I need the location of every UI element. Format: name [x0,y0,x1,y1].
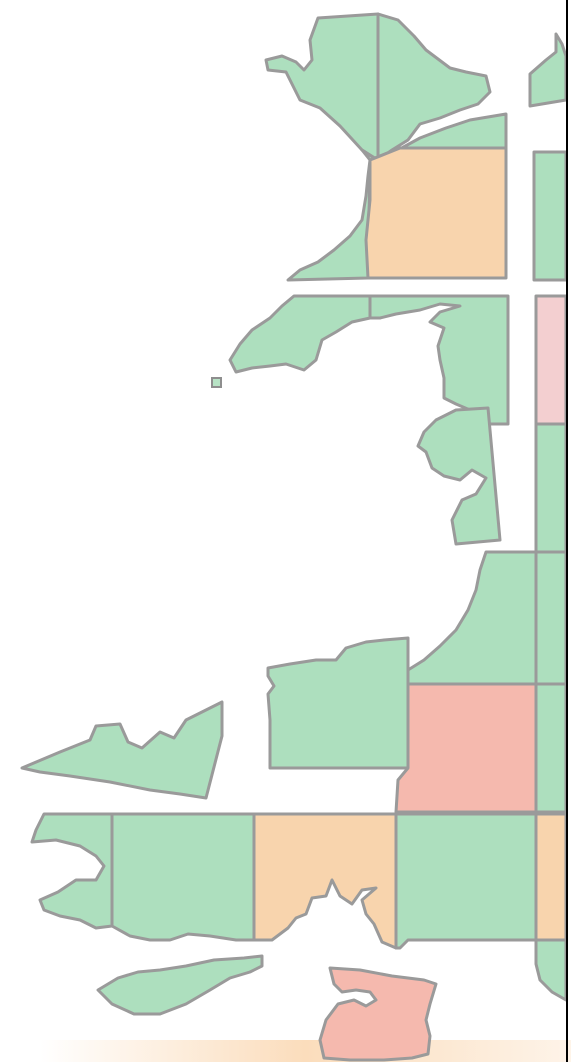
region-caernarfon-strip[interactable] [286,158,372,282]
region-right-column-orange[interactable] [534,812,568,942]
region-aberystwyth-block[interactable] [416,406,502,546]
region-right-column-top[interactable] [532,150,568,282]
region-mid-wales-west[interactable] [266,636,410,770]
small-island-marker[interactable] [211,377,222,388]
region-anglesey-west[interactable] [264,12,380,162]
region-llyn-peninsula[interactable] [228,294,372,374]
bottom-glow [40,1040,571,1062]
region-gower-island[interactable] [96,954,264,1016]
region-cardigan-coast-north[interactable] [368,294,510,426]
region-anglesey-east[interactable] [376,12,492,162]
region-swansea-orange[interactable] [252,812,398,950]
region-pembroke-centre[interactable] [110,812,256,942]
region-south-coast-salmon[interactable] [318,966,438,1062]
region-snowdonia-orange[interactable] [364,146,508,280]
region-ceredigion-south[interactable] [406,550,538,686]
region-right-column-mid1[interactable] [534,422,568,554]
region-right-column-mid2[interactable] [534,550,568,686]
region-pembroke-north[interactable] [20,700,224,800]
region-right-column-pink[interactable] [534,294,568,426]
region-right-column-mid3[interactable] [534,682,568,814]
region-right-column-bottom[interactable] [534,938,568,1002]
region-carmarthen-salmon[interactable] [394,682,538,814]
region-top-right-strip[interactable] [528,32,568,108]
region-glamorgan-green[interactable] [394,812,538,950]
region-pembroke-west[interactable] [30,812,114,930]
